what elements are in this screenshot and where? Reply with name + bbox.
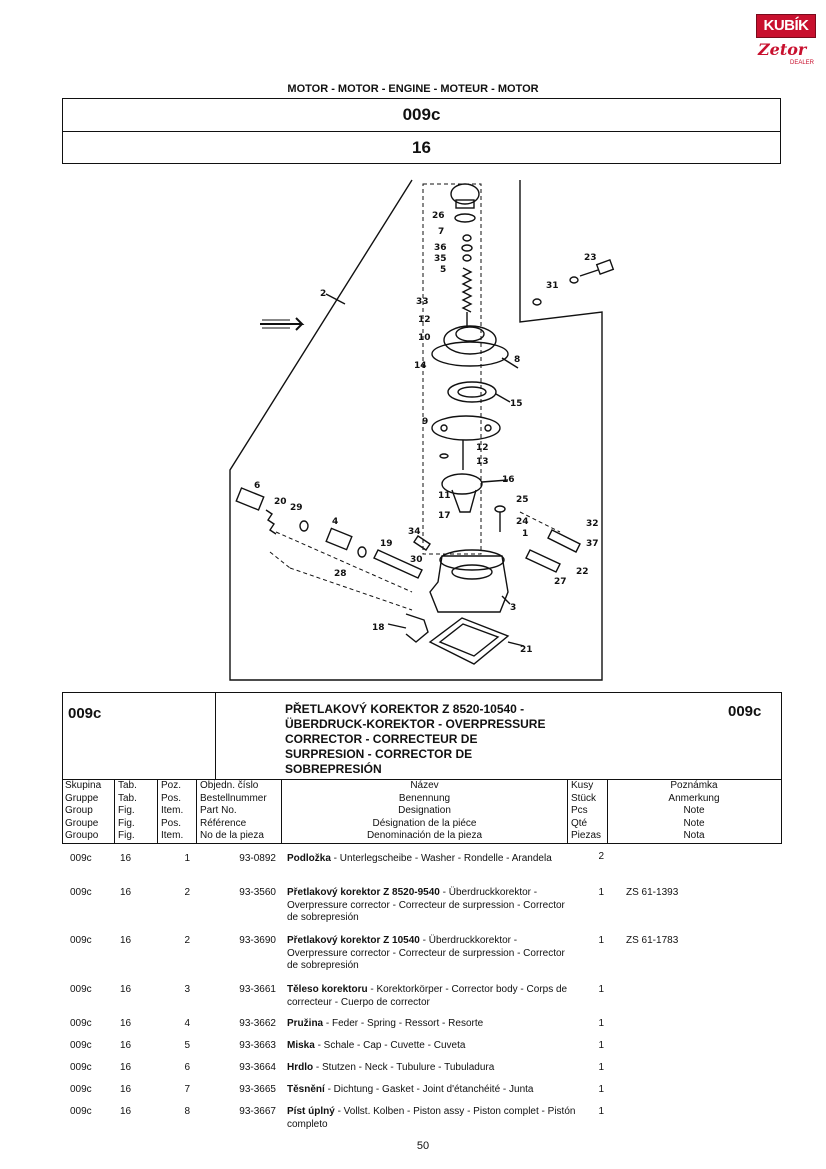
label-4: 4 [332,517,338,527]
label-9: 9 [422,417,428,427]
label-32: 32 [586,519,599,529]
label-14: 14 [414,361,427,371]
label-24: 24 [516,517,529,527]
label-36: 36 [434,243,447,253]
label-12: 12 [418,315,431,325]
label-34: 34 [408,527,421,537]
label-20: 20 [274,497,287,507]
label-22: 22 [576,567,589,577]
label-1: 1 [522,529,528,539]
parts-table-frame [62,692,782,844]
label-26: 26 [432,211,445,221]
divider [215,692,216,780]
label-19: 19 [380,539,393,549]
figure-number: 16 [63,131,780,164]
label-10: 10 [418,333,431,343]
label-2: 2 [320,289,326,299]
logo-brand-top: KUBÍK [756,14,816,38]
label-7: 7 [438,227,444,237]
label-28: 28 [334,569,347,579]
label-3: 3 [510,603,516,613]
group-code-left: 009c [68,705,102,722]
label-31: 31 [546,281,559,291]
description-line: SURPRESION - CORRECTOR DE [285,747,473,761]
description-line: SOBREPRESIÓN [285,762,382,776]
logo-dealer: DEALER [789,60,814,66]
label-17: 17 [438,511,451,521]
label-8: 8 [514,355,520,365]
header-tab: Tab.Tab.Fig.Fig.Fig. [115,780,158,844]
header-pos: Poz.Pos.Item.Pos.Item. [158,780,197,844]
label-23: 23 [584,253,597,263]
label-12b: 12 [476,443,489,453]
label-37: 37 [586,539,599,549]
label-35: 35 [434,254,447,264]
label-27: 27 [554,577,567,587]
label-11: 11 [438,491,451,501]
label-6: 6 [254,481,260,491]
label-18: 18 [372,623,385,633]
label-5: 5 [440,265,446,275]
label-29: 29 [290,503,303,513]
assembly-description: PŘETLAKOVÝ KOREKTOR Z 8520-10540 - ÜBERD… [285,702,585,777]
label-16: 16 [502,475,515,485]
group-code: 009c [402,105,441,124]
label-30: 30 [410,555,423,565]
description-line: CORRECTOR - CORRECTEUR DE [285,732,478,746]
logo-brand-bottom: Zetor [758,40,807,59]
section-title: MOTOR - MOTOR - ENGINE - MOTEUR - MOTOR [287,83,539,95]
brand-logo: KUBÍK Zetor DEALER [756,14,816,70]
label-25: 25 [516,495,529,505]
label-33: 33 [416,297,429,307]
description-line: PŘETLAKOVÝ KOREKTOR Z 8520-10540 - [285,702,525,716]
label-21: 21 [520,645,533,655]
page-number: 50 [416,1140,430,1152]
label-13: 13 [476,457,489,467]
header-box: 009c 16 [62,98,781,164]
label-15: 15 [510,399,523,409]
exploded-diagram: 26 7 36 35 5 23 31 2 33 12 10 14 8 15 9 … [229,179,615,681]
description-line: ÜBERDRUCK-KOREKTOR - OVERPRESSURE [285,717,546,731]
group-code-right: 009c [728,703,762,720]
